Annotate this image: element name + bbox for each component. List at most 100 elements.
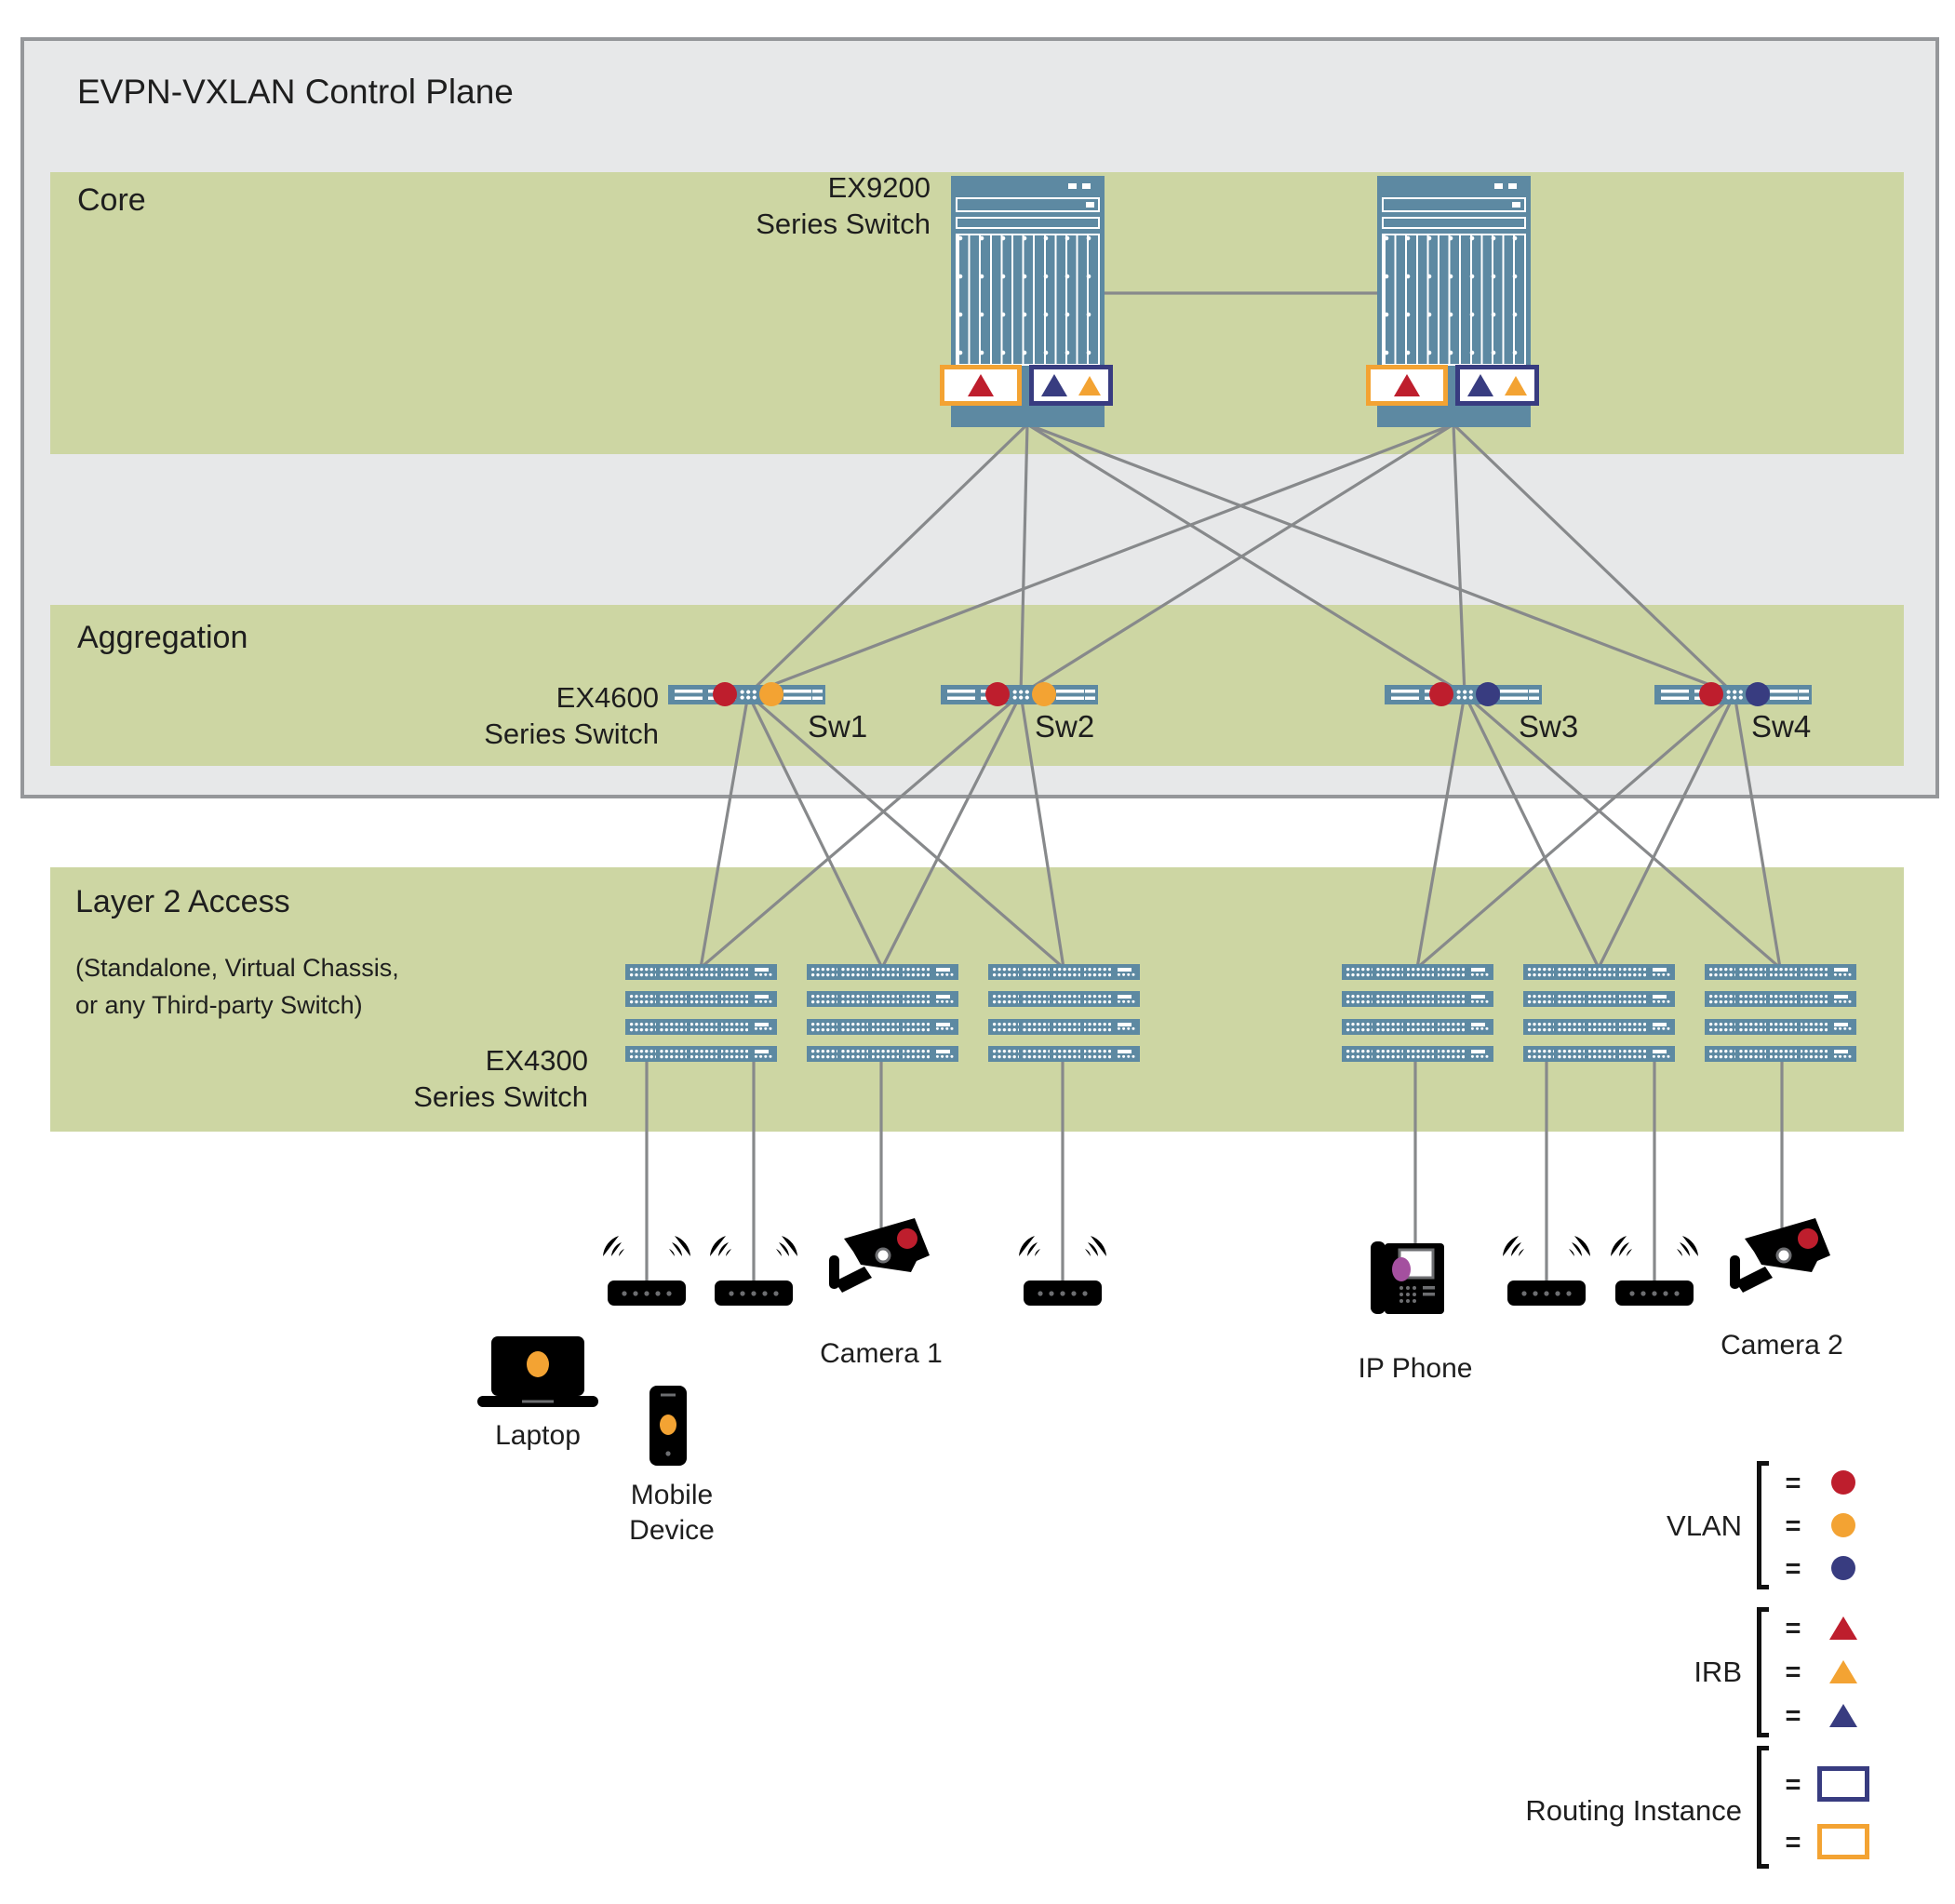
ex4300-unit — [988, 1018, 1140, 1035]
camera1-label: Camera 1 — [820, 1338, 943, 1369]
ex4300-stack-2 — [807, 964, 958, 1073]
ex4300-unit — [1342, 964, 1493, 980]
ex4300-label: EX4300 Series Switch — [309, 1042, 588, 1115]
legend-irb-orange-icon — [1829, 1660, 1857, 1683]
ex4300-unit — [1705, 991, 1856, 1008]
legend-vlan-label: VLAN — [1667, 1509, 1742, 1542]
vlan-red-icon — [1699, 682, 1723, 706]
ex4300-unit — [988, 964, 1140, 980]
ip-phone-icon — [1366, 1234, 1448, 1321]
irb-navy-icon — [1467, 374, 1493, 396]
routing-instance-orange — [1366, 365, 1448, 406]
ex4600-label-line1: EX4600 — [556, 681, 659, 714]
ex4300-unit — [807, 1018, 958, 1035]
layer2-sublabel-line1: (Standalone, Virtual Chassis, — [75, 954, 399, 982]
ex4300-unit — [807, 991, 958, 1008]
chassis-led — [1508, 183, 1517, 189]
chassis-module-bar — [1382, 197, 1526, 212]
ip-phone-label: IP Phone — [1358, 1353, 1473, 1384]
legend-irb-navy-icon — [1829, 1704, 1857, 1727]
legend-routing-instance-label: Routing Instance — [1525, 1794, 1742, 1827]
camera2-label: Camera 2 — [1721, 1330, 1843, 1361]
legend-irb-bracket — [1757, 1607, 1769, 1737]
layer2-access-sublabel: (Standalone, Virtual Chassis, or any Thi… — [75, 949, 399, 1024]
ex4300-unit — [625, 1018, 777, 1035]
ex4300-unit — [1523, 991, 1675, 1008]
ex4300-unit — [1523, 1018, 1675, 1035]
chassis-led — [1494, 183, 1503, 189]
ex4300-unit — [1523, 1045, 1675, 1062]
ex4300-unit — [988, 1045, 1140, 1062]
ex4300-unit — [1342, 1045, 1493, 1062]
ex4300-stack-3 — [988, 964, 1140, 1073]
equals-sign: = — [1785, 1657, 1801, 1687]
legend-routing-instance-orange-icon — [1817, 1824, 1869, 1859]
mobile-device-label: Mobile Device — [629, 1478, 715, 1549]
mobile-device-icon — [647, 1383, 690, 1468]
irb-orange-icon — [1505, 375, 1527, 396]
chassis-module-bar — [956, 217, 1100, 229]
equals-sign: = — [1785, 1468, 1801, 1498]
chassis-module-bar — [956, 197, 1100, 212]
wireless-ap-icon — [1491, 1223, 1602, 1308]
equals-sign: = — [1785, 1511, 1801, 1541]
vlan-navy-icon — [1476, 682, 1500, 706]
ex9200-label-line1: EX9200 — [827, 171, 931, 204]
wireless-ap-icon — [698, 1223, 810, 1308]
equals-sign: = — [1785, 1770, 1801, 1800]
legend-routing-instance-navy-icon — [1817, 1766, 1869, 1802]
camera2-icon — [1724, 1213, 1845, 1315]
sw3-label: Sw3 — [1519, 709, 1579, 744]
legend-irb-label: IRB — [1694, 1656, 1742, 1688]
camera1-icon — [824, 1213, 944, 1315]
vlan-red-icon — [1429, 682, 1453, 706]
ex4300-unit — [1523, 964, 1675, 980]
ex4300-stack-1 — [625, 964, 777, 1073]
chassis-led — [1082, 183, 1091, 189]
vlan-orange-icon — [1032, 682, 1056, 706]
equals-sign: = — [1785, 1701, 1801, 1731]
ex4300-unit — [1705, 964, 1856, 980]
aggregation-label: Aggregation — [77, 620, 248, 655]
equals-sign: = — [1785, 1614, 1801, 1643]
irb-orange-icon — [1078, 375, 1101, 396]
ex4600-sw1 — [668, 682, 825, 706]
core-label: Core — [77, 182, 146, 218]
laptop-label: Laptop — [495, 1420, 581, 1451]
ex4300-label-line2: Series Switch — [413, 1080, 588, 1113]
ex4300-unit — [625, 991, 777, 1008]
ex4300-stack-4 — [1342, 964, 1493, 1073]
ex9200-label: EX9200 Series Switch — [651, 169, 931, 242]
routing-instance-orange — [940, 365, 1022, 406]
legend-irb-red-icon — [1829, 1616, 1857, 1640]
legend-vlan-bracket — [1757, 1461, 1769, 1589]
layer2-access-label: Layer 2 Access — [75, 884, 290, 919]
legend-vlan-red-icon — [1831, 1470, 1855, 1495]
mobile-label-line2: Device — [629, 1515, 715, 1546]
ex4300-unit — [625, 1045, 777, 1062]
chassis-led — [1068, 183, 1077, 189]
diagram-title: EVPN-VXLAN Control Plane — [77, 73, 514, 111]
ex4300-unit — [1705, 1018, 1856, 1035]
wireless-ap-icon — [1007, 1223, 1118, 1308]
vlan-red-icon — [713, 682, 737, 706]
wireless-ap-icon — [1599, 1223, 1710, 1308]
legend-vlan-navy-icon — [1831, 1556, 1855, 1580]
ex4300-unit — [1705, 1045, 1856, 1062]
ex4300-unit — [807, 1045, 958, 1062]
irb-red-icon — [968, 374, 994, 396]
ex9200-label-line2: Series Switch — [756, 208, 931, 240]
routing-instance-navy — [1029, 365, 1113, 406]
mobile-label-line1: Mobile — [630, 1480, 714, 1510]
ex4600-sw3 — [1385, 682, 1542, 706]
ex9200-switch-2 — [1366, 176, 1539, 427]
ex4300-label-line1: EX4300 — [485, 1044, 588, 1077]
ex4300-unit — [1342, 991, 1493, 1008]
ex4300-unit — [807, 964, 958, 980]
layer2-sublabel-line2: or any Third-party Switch) — [75, 991, 363, 1019]
ex4600-label: EX4600 Series Switch — [380, 679, 659, 752]
ex9200-switch-1 — [940, 176, 1113, 427]
vlan-navy-icon — [1746, 682, 1770, 706]
